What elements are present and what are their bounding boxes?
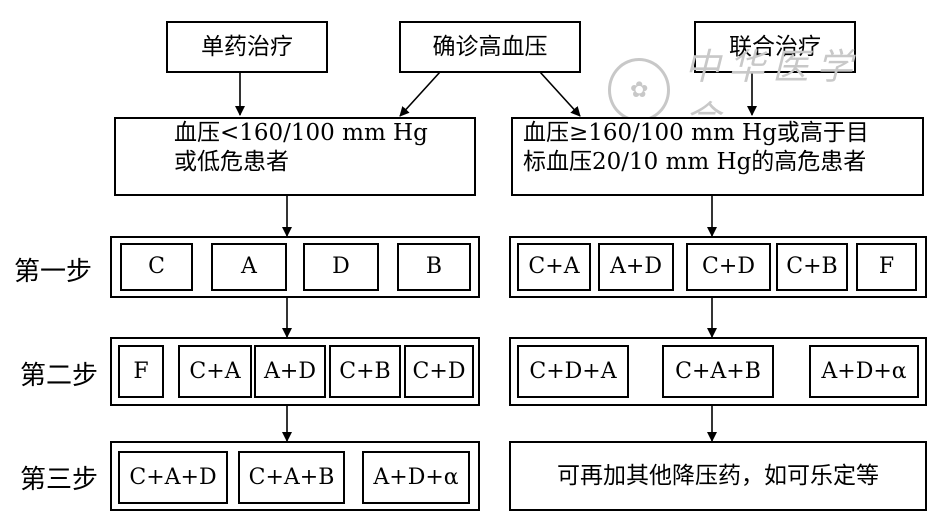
left-step1-option: A bbox=[211, 243, 287, 291]
step-three-label: 第三步 bbox=[20, 464, 99, 495]
right-step1-option: C+B bbox=[776, 243, 848, 291]
combo-therapy-box: 联合治疗 bbox=[694, 21, 856, 73]
step-one-label: 第一步 bbox=[14, 256, 93, 287]
right-step1-option: F bbox=[856, 243, 917, 291]
left-step1-option: C bbox=[120, 243, 193, 291]
right-step1-option: A+D bbox=[598, 243, 674, 291]
right-step2-option: A+D+α bbox=[809, 345, 919, 398]
mono-therapy-label: 单药治疗 bbox=[201, 33, 293, 60]
combo-therapy-label: 联合治疗 bbox=[729, 33, 821, 60]
right-condition-line-2: 标血压20/10 mm Hg的高危患者 bbox=[523, 148, 867, 175]
right-condition-box: 血压≥160/100 mm Hg或高于目 标血压20/10 mm Hg的高危患者 bbox=[511, 117, 924, 196]
right-step3-box: 可再加其他降压药，如可乐定等 bbox=[509, 441, 927, 511]
left-step3-option: A+D+α bbox=[362, 451, 470, 504]
right-condition-line-1: 血压≥160/100 mm Hg或高于目 bbox=[523, 120, 869, 146]
left-condition-line-2: 或低危患者 bbox=[174, 148, 289, 175]
left-step3-option: C+A+B bbox=[238, 451, 345, 504]
left-step1-option: B bbox=[397, 243, 471, 291]
arrow-diagnosis-to-right bbox=[539, 71, 581, 117]
seal-icon: ✿ bbox=[608, 58, 671, 122]
left-step2-option: C+B bbox=[329, 345, 401, 398]
left-step2-option: C+D bbox=[404, 345, 474, 398]
left-step2-option: A+D bbox=[254, 345, 326, 398]
step-two-label: 第二步 bbox=[20, 360, 99, 391]
right-step2-option: C+A+B bbox=[662, 345, 774, 398]
arrow-diagnosis-to-left bbox=[399, 71, 441, 117]
left-step2-option: F bbox=[118, 345, 164, 398]
right-step1-option: C+A bbox=[517, 243, 591, 291]
diagnosis-box: 确诊高血压 bbox=[399, 21, 581, 73]
right-step2-option: C+D+A bbox=[517, 345, 629, 398]
left-condition-line-1: 血压<160/100 mm Hg bbox=[174, 120, 428, 146]
right-step1-option: C+D bbox=[686, 243, 771, 291]
mono-therapy-box: 单药治疗 bbox=[166, 21, 328, 73]
left-step1-option: D bbox=[303, 243, 379, 291]
left-step2-option: C+A bbox=[178, 345, 252, 398]
diagnosis-label: 确诊高血压 bbox=[432, 33, 548, 60]
right-step3-text: 可再加其他降压药，如可乐定等 bbox=[557, 462, 879, 489]
left-condition-box: 血压<160/100 mm Hg 或低危患者 bbox=[114, 117, 476, 196]
left-step3-option: C+A+D bbox=[118, 451, 228, 504]
